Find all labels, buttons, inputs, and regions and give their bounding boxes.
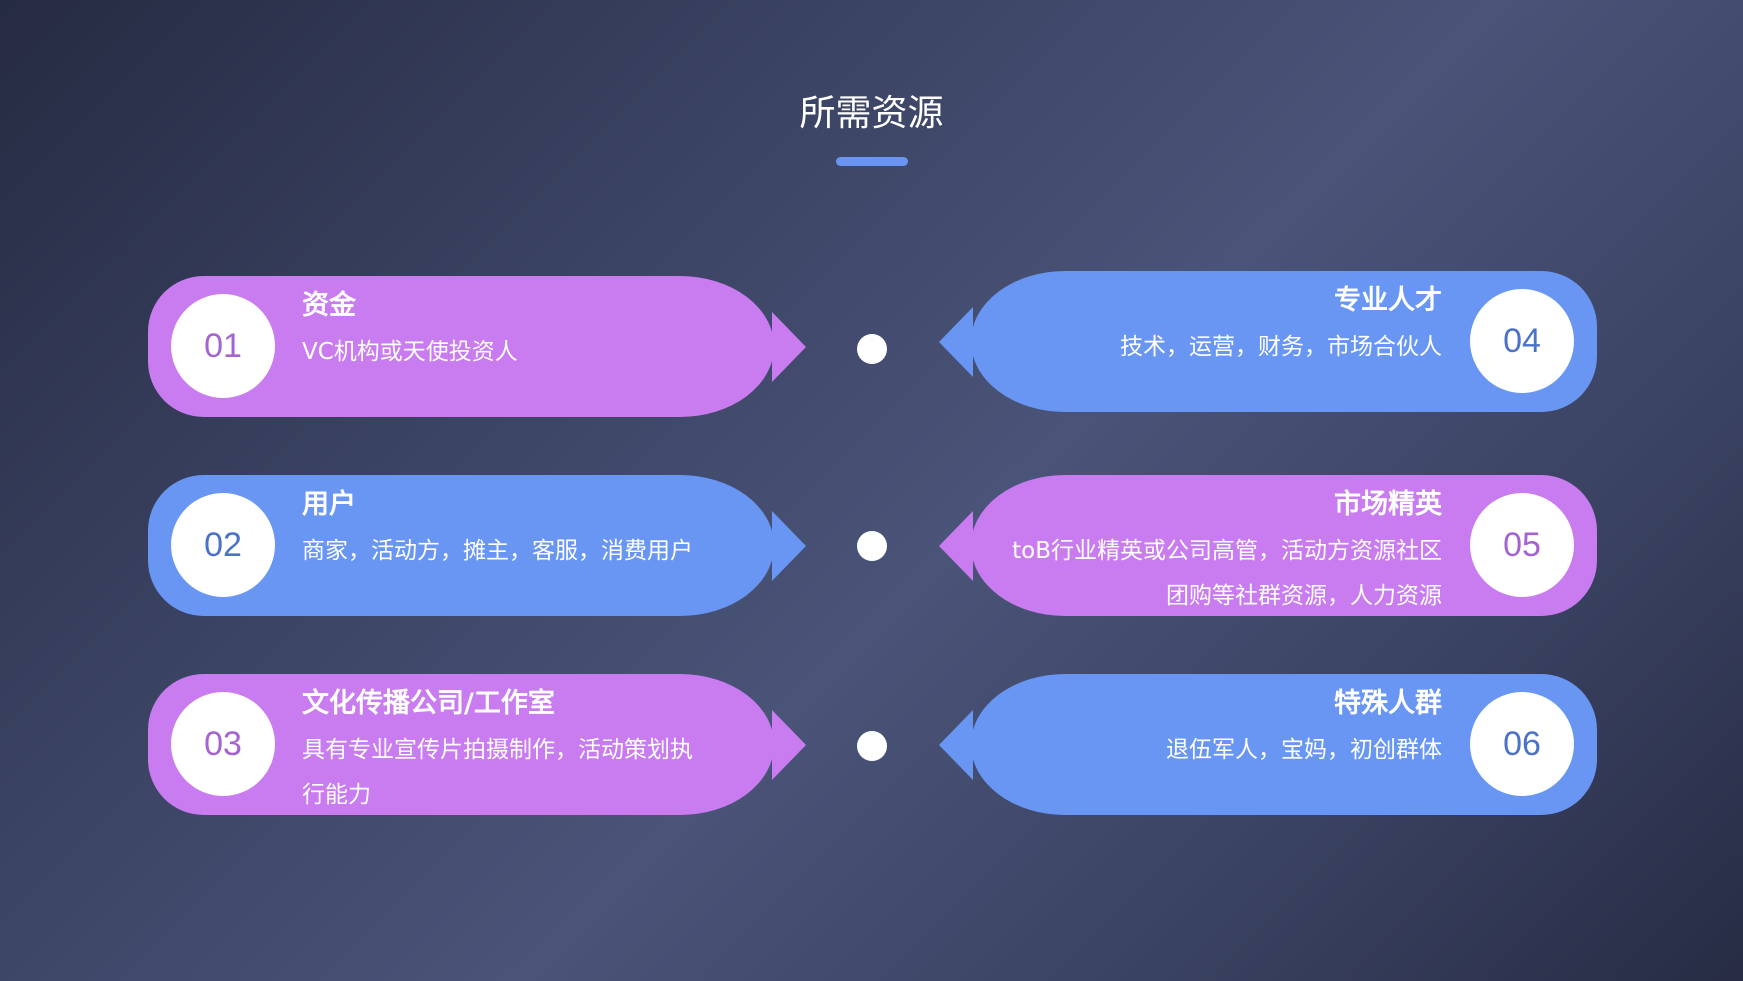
timeline-dot [857,731,887,761]
card-title: 市场精英 [1334,489,1442,520]
card-title: 文化传播公司/工作室 [302,688,555,719]
resource-card-05: 05 市场精英 toB行业精英或公司高管，活动方资源社区团购等社群资源，人力资源 [939,475,1597,616]
resource-card-06: 06 特殊人群 退伍军人，宝妈，初创群体 [939,674,1597,815]
number-badge: 05 [1470,493,1574,597]
card-desc: 商家，活动方，摊主，客服，消费用户 [302,538,693,564]
resource-card-01: 01 资金 VC机构或天使投资人 [148,276,806,417]
title-underline [836,157,908,166]
card-desc: 退伍军人，宝妈，初创群体 [1166,737,1442,763]
page-title: 所需资源 [799,93,944,134]
number-badge: 04 [1470,289,1574,393]
card-title: 用户 [302,489,356,520]
card-title: 专业人才 [1334,285,1442,316]
timeline-dot [857,531,887,561]
number-badge: 06 [1470,692,1574,796]
card-desc: 具有专业宣传片拍摄制作，活动策划执行能力 [302,737,693,808]
card-desc: 技术，运营，财务，市场合伙人 [1120,334,1442,360]
card-desc: toB行业精英或公司高管，活动方资源社区团购等社群资源，人力资源 [1012,538,1442,609]
number-badge: 02 [171,493,275,597]
card-desc: VC机构或天使投资人 [302,339,518,365]
number-badge: 03 [171,692,275,796]
card-title: 特殊人群 [1334,688,1442,719]
resource-card-02: 02 用户 商家，活动方，摊主，客服，消费用户 [148,475,806,616]
timeline-dot [857,334,887,364]
number-badge: 01 [171,294,275,398]
card-title: 资金 [302,290,356,321]
resource-card-03: 03 文化传播公司/工作室 具有专业宣传片拍摄制作，活动策划执行能力 [148,674,806,815]
resource-card-04: 04 专业人才 技术，运营，财务，市场合伙人 [939,271,1597,412]
